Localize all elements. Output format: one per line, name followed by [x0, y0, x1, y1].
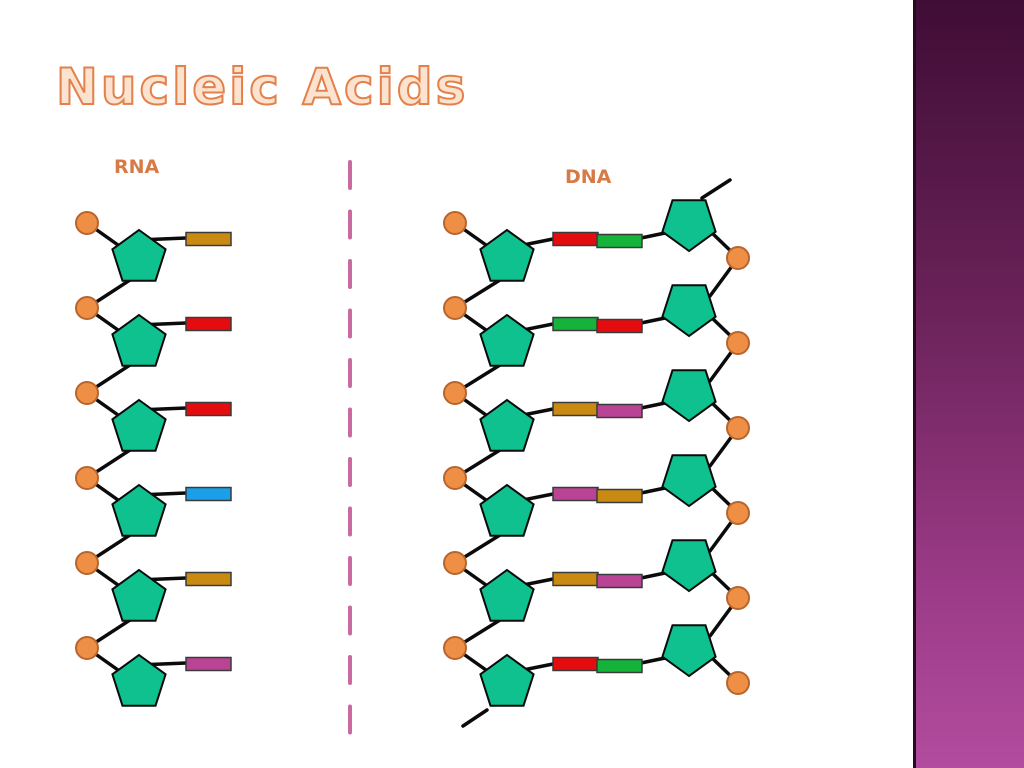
rna-base-gold [185, 571, 232, 587]
dna-base-red [552, 231, 599, 247]
dna-phosphate [726, 501, 750, 525]
dna-sugar [479, 313, 535, 367]
rna-sugar [111, 483, 167, 537]
rna-sugar [111, 228, 167, 282]
rna-sugar [111, 398, 167, 452]
rna-sugar [111, 568, 167, 622]
dna-base-green [596, 233, 643, 249]
rna-base-magenta [185, 656, 232, 672]
dna-sugar [661, 624, 717, 678]
dna-phosphate [443, 466, 467, 490]
rna-phosphate [75, 466, 99, 490]
dna-sugar [479, 653, 535, 707]
dna-phosphate [443, 636, 467, 660]
dna-sugar [661, 454, 717, 508]
dna-base-bond [639, 571, 667, 580]
dna-phosphate [443, 381, 467, 405]
rna-base-gold [185, 231, 232, 247]
dna-sugar [479, 398, 535, 452]
slide-side-band [913, 0, 1024, 768]
rna-base-blue [185, 486, 232, 502]
dna-sugar [661, 539, 717, 593]
dna-phosphate [726, 331, 750, 355]
dna-base-bond [639, 656, 667, 665]
dna-base-magenta [596, 573, 643, 589]
rna-sugar [111, 653, 167, 707]
dna-phosphate [443, 211, 467, 235]
dna-phosphate [726, 416, 750, 440]
rna-sugar [111, 313, 167, 367]
dna-phosphate [726, 586, 750, 610]
dna-base-gold [552, 401, 599, 417]
dna-base-bond [639, 231, 667, 240]
dna-base-bond [639, 401, 667, 410]
dna-sugar [479, 483, 535, 537]
dna-base-magenta [596, 403, 643, 419]
rna-phosphate [75, 296, 99, 320]
nucleic-acid-diagram [75, 160, 750, 735]
dna-base-red [552, 656, 599, 672]
dna-sugar [479, 568, 535, 622]
dna-base-red [596, 318, 643, 334]
rna-base-red [185, 316, 232, 332]
dna-base-bond [639, 316, 667, 325]
rna-base-red [185, 401, 232, 417]
dna-base-gold [596, 488, 643, 504]
dna-base-magenta [552, 486, 599, 502]
rna-phosphate [75, 381, 99, 405]
dna-base-bond [639, 486, 667, 495]
dna-label: DNA [565, 166, 612, 188]
rna-phosphate [75, 551, 99, 575]
dna-base-green [596, 658, 643, 674]
dna-sugar [661, 199, 717, 253]
dna-sugar [479, 228, 535, 282]
dna-base-gold [552, 571, 599, 587]
dna-phosphate [726, 246, 750, 270]
dna-phosphate [726, 671, 750, 695]
dna-backbone-end [461, 708, 489, 728]
dna-backbone-end [700, 178, 732, 200]
dna-sugar [661, 284, 717, 338]
rna-phosphate [75, 211, 99, 235]
dna-base-green [552, 316, 599, 332]
rna-phosphate [75, 636, 99, 660]
rna-label: RNA [114, 156, 160, 178]
dna-phosphate [443, 296, 467, 320]
page-title: Nucleic Acids [55, 58, 469, 116]
dna-phosphate [443, 551, 467, 575]
dna-sugar [661, 369, 717, 423]
